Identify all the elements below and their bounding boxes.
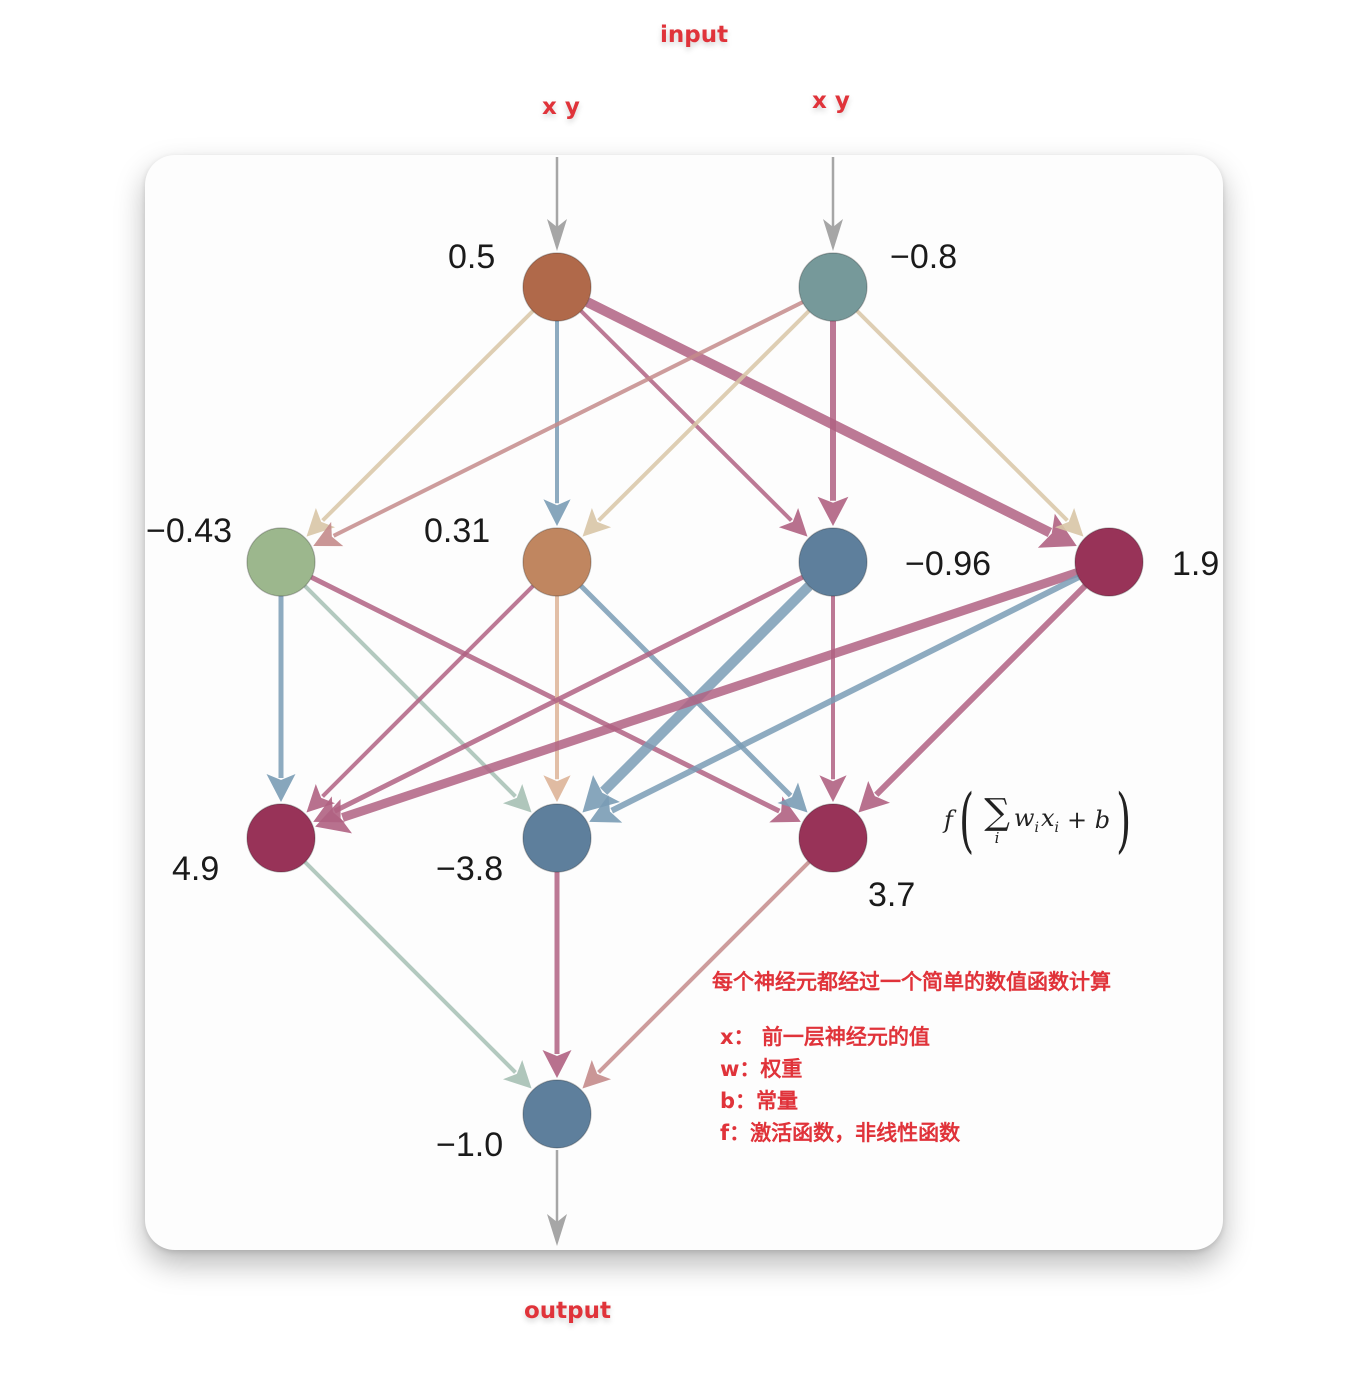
nodes: [246, 252, 1144, 1149]
edge-h1b-h2a: [321, 584, 535, 798]
edge-h1a-h2c-arrowhead: [769, 796, 801, 823]
note-b-definition: b：常量: [720, 1089, 799, 1113]
edge-h2c-out-arrowhead: [582, 1059, 612, 1089]
edge-h1c-h2c-arrowhead: [819, 775, 847, 802]
neuron-h2c: [798, 803, 868, 873]
node-value-h1b: 0.31: [424, 512, 491, 550]
node-value-h2c: 3.7: [868, 876, 916, 914]
formula-left-paren: (: [959, 779, 975, 861]
edges: [266, 157, 1088, 1246]
neuron-in2: [798, 252, 868, 322]
edge-in2-h1b-arrowhead: [582, 508, 612, 537]
neuron-h2a: [246, 803, 316, 873]
edge-in2-h1d: [855, 309, 1069, 522]
edge-h1d-h2b-arrowhead: [589, 795, 623, 823]
edge-h1d-h2c: [874, 583, 1088, 797]
edge-in1-h1d-arrowhead: [1037, 513, 1077, 548]
node-value-h1d: 1.9: [1172, 545, 1220, 583]
neuron-out: [522, 1079, 592, 1149]
neuron-h1d: [1074, 527, 1144, 597]
note-f-definition: f：激活函数，非线性函数: [720, 1121, 961, 1145]
neuron-h1a: [246, 527, 316, 597]
node-value-out: −1.0: [436, 1126, 504, 1164]
node-value-h2b: −3.8: [436, 850, 504, 888]
edge-in2-h1b: [597, 309, 811, 522]
formula-sigma: ∑: [984, 791, 1010, 833]
note-w-definition: w：权重: [720, 1057, 803, 1081]
formula-sum: ∑ i: [984, 791, 1010, 847]
edge-h1d-h2a-arrowhead: [315, 799, 352, 834]
edge-h2a-out-arrowhead: [502, 1059, 532, 1089]
edge-in2-h1a-arrowhead: [313, 521, 344, 547]
edge-in1-h1d: [585, 297, 1053, 538]
formula-plus-b: + b: [1066, 806, 1111, 834]
edge-h1a-h2b-arrowhead: [502, 783, 532, 813]
edge-h1a-h2a-arrowhead: [266, 774, 296, 802]
edge-h1b-h2b-arrowhead: [543, 775, 571, 802]
input-label: input: [660, 22, 729, 48]
edge-h1a-h2c: [310, 574, 781, 814]
edge-in1-h1b-arrowhead: [543, 499, 571, 526]
edge-in1-h1c-arrowhead: [778, 508, 808, 537]
formula-w: wi: [1013, 804, 1039, 836]
edge-h2b-out-arrowhead: [542, 1050, 572, 1078]
note-x-definition: x： 前一层神经元的值: [720, 1025, 930, 1049]
node-value-h1a: −0.43: [146, 512, 233, 550]
formula-sum-index: i: [994, 828, 1000, 847]
neuron-h2b: [522, 803, 592, 873]
node-value-h1c: −0.96: [905, 545, 992, 583]
input-xy-right-label: x y: [812, 88, 850, 114]
edge-in2-h1d-arrowhead: [1054, 508, 1084, 537]
neuron-in1: [522, 252, 592, 322]
node-value-in1: 0.5: [448, 238, 496, 276]
neuron-h1c: [798, 527, 868, 597]
edge-h1b-h2c: [579, 584, 793, 798]
edge-in2-h1c-arrowhead: [817, 496, 849, 526]
edge-h1a-h2b: [303, 584, 517, 798]
edge-h1c-h2b: [600, 582, 813, 795]
edge-h1d-h2a: [341, 568, 1079, 822]
node-value-in2: −0.8: [890, 238, 958, 276]
input-xy-left-label: x y: [542, 94, 580, 120]
input-arrow-left-arrowhead: [547, 219, 567, 251]
edge-h1c-h2b-arrowhead: [582, 775, 620, 813]
note-summary: 每个神经元都经过一个简单的数值函数计算: [712, 970, 1111, 994]
neuron-h1b: [522, 527, 592, 597]
node-value-h2a: 4.9: [172, 850, 220, 888]
formula-right-paren: ): [1116, 779, 1132, 861]
edge-h2a-out: [303, 860, 517, 1074]
formula-x: xi: [1040, 804, 1059, 836]
edge-h1b-h2c-arrowhead: [777, 782, 808, 813]
edge-in1-h1a: [321, 309, 535, 522]
edge-h2c-out: [597, 860, 811, 1074]
edge-h1d-h2c-arrowhead: [858, 781, 890, 813]
formula-f: f: [944, 806, 953, 834]
edge-in1-h1c: [579, 309, 793, 522]
input-arrow-right-arrowhead: [823, 219, 843, 251]
neuron-formula: f ( ∑ i wi xi + b ): [944, 780, 1137, 860]
output-arrow-arrowhead: [547, 1214, 567, 1246]
output-label: output: [524, 1298, 612, 1324]
edge-h1d-h2b: [610, 574, 1080, 814]
edge-h1c-h2a: [333, 574, 804, 814]
edge-in2-h1a: [332, 300, 804, 538]
